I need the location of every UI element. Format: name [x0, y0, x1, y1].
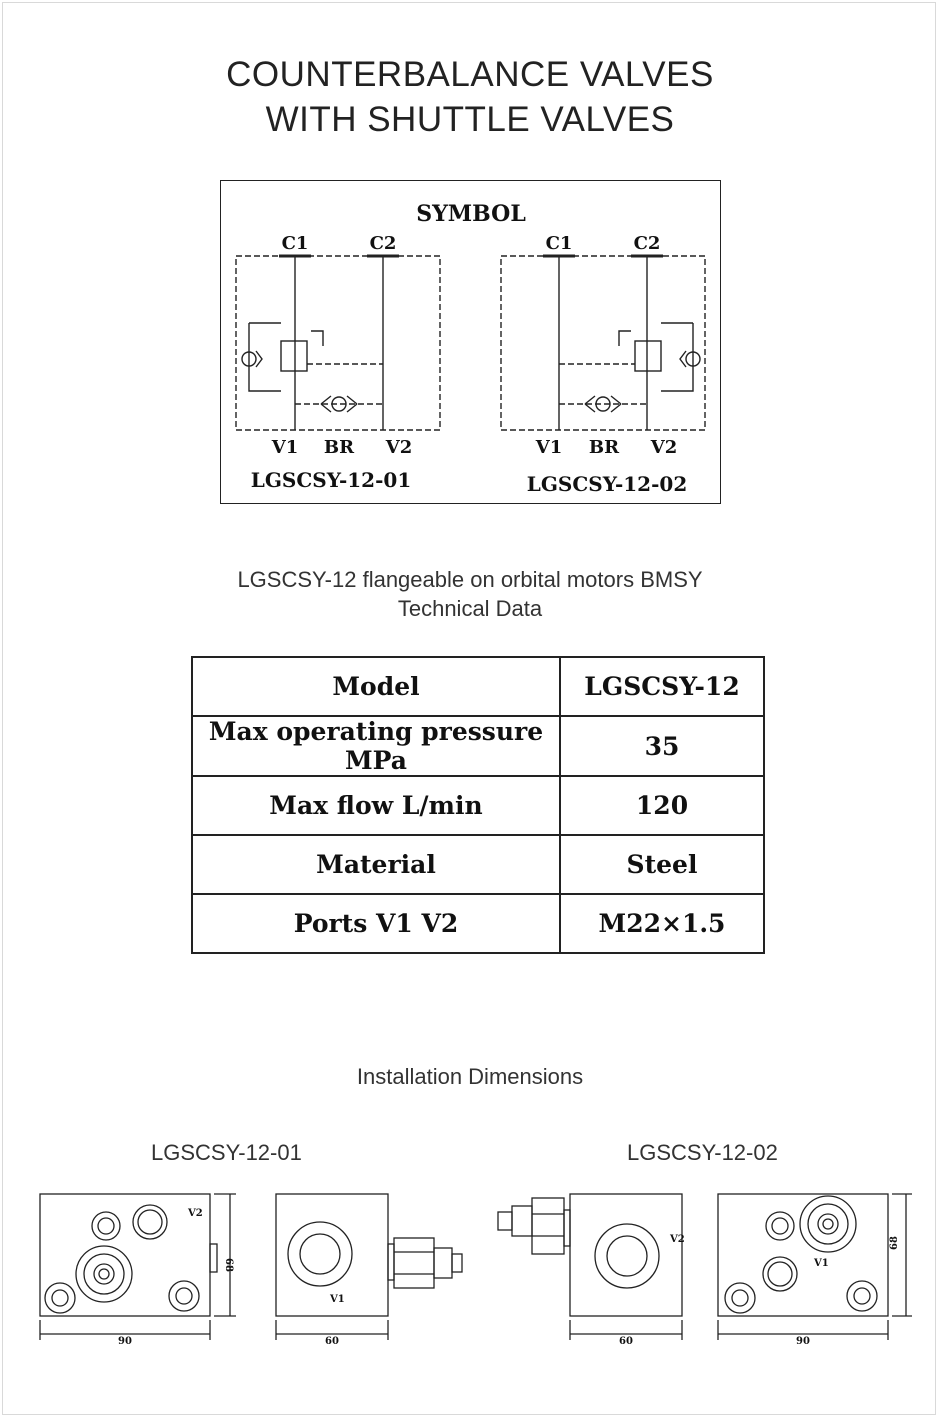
table-cell-key: Ports V1 V2	[191, 893, 561, 954]
dim-60-right: 60	[619, 1336, 633, 1347]
table-row: Model LGSCSY-12	[191, 656, 765, 717]
table-row: Max operating pressure MPa 35	[191, 715, 765, 777]
schematic-right	[500, 254, 706, 431]
table-cell-value: M22×1.5	[559, 893, 765, 954]
left-port-c2: C2	[370, 233, 397, 254]
right-port-v1: V1	[535, 437, 563, 458]
table-cell-value: 35	[559, 715, 765, 777]
table-cell-value: Steel	[559, 834, 765, 895]
dim-68-left: 68	[223, 1258, 234, 1272]
table-cell-value: 120	[559, 775, 765, 836]
right-model-label: LGSCSY-12-02	[527, 472, 687, 496]
left-port-v2: V2	[385, 437, 413, 458]
right-port-c2: C2	[634, 233, 661, 254]
left-port-c1: C1	[282, 233, 309, 254]
symbol-svg: SYMBOL C1 C2 V1 BR V2 LGSCSY-12-01	[235, 201, 706, 496]
right-port-c1: C1	[546, 233, 573, 254]
label-v1-a: V1	[329, 1294, 345, 1305]
left-model-label: LGSCSY-12-01	[251, 468, 411, 492]
dim-60-left: 60	[325, 1336, 339, 1347]
table-cell-key: Model	[191, 656, 561, 717]
table-cell-key: Max operating pressure MPa	[191, 715, 561, 777]
label-v2-b: V2	[669, 1234, 685, 1245]
label-v1-b: V1	[813, 1258, 829, 1269]
table-row: Max flow L/min 120	[191, 775, 765, 836]
table-cell-key: Material	[191, 834, 561, 895]
block-02-side	[497, 1193, 683, 1340]
table-row: Ports V1 V2 M22×1.5	[191, 893, 765, 954]
right-port-v2: V2	[650, 437, 678, 458]
table-cell-key: Max flow L/min	[191, 775, 561, 836]
subtitle-line1: LGSCSY-12 flangeable on orbital motors B…	[237, 567, 703, 592]
page-title-line2: WITH SHUTTLE VALVES	[265, 100, 675, 139]
dim-68-right: 68	[889, 1236, 900, 1250]
label-v2-a: V2	[187, 1208, 203, 1219]
table-cell-value: LGSCSY-12	[559, 656, 765, 717]
left-port-br: BR	[324, 437, 355, 458]
installation-left-model: LGSCSY-12-01	[151, 1140, 302, 1165]
left-port-v1: V1	[271, 437, 299, 458]
symbol-heading: SYMBOL	[416, 201, 526, 227]
symbol-diagram: SYMBOL C1 C2 V1 BR V2 LGSCSY-12-01	[220, 180, 721, 504]
installation-heading: Installation Dimensions	[356, 1064, 584, 1089]
schematic-left	[235, 254, 441, 431]
page-title-line1: COUNTERBALANCE VALVES	[226, 55, 714, 94]
installation-drawing: 90 68 V2 60 V1 60 V2 90 68 V1	[39, 1193, 912, 1347]
right-port-br: BR	[589, 437, 620, 458]
installation-right-model: LGSCSY-12-02	[627, 1140, 778, 1165]
subtitle-line2: Technical Data	[397, 596, 543, 621]
block-01-front	[39, 1193, 236, 1340]
dim-90-left: 90	[118, 1336, 132, 1347]
block-02-front	[717, 1193, 912, 1340]
dim-90-right: 90	[796, 1336, 810, 1347]
table-row: Material Steel	[191, 834, 765, 895]
technical-data-table: Model LGSCSY-12 Max operating pressure M…	[191, 656, 765, 954]
block-01-side	[275, 1193, 463, 1340]
